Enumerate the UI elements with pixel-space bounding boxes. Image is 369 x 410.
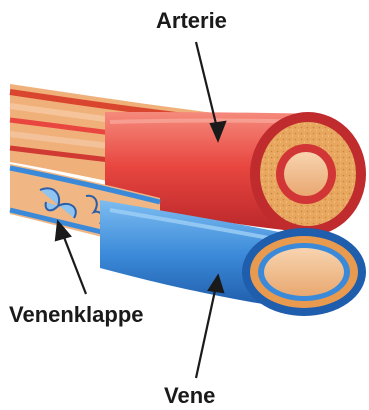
vein-valve-label: Venenklappe [9, 304, 144, 326]
vein-lumen [264, 248, 344, 296]
artery-lumen [284, 152, 328, 196]
artery-label: Arterie [156, 10, 227, 32]
valve-arrow [62, 232, 86, 294]
vein-label: Vene [164, 385, 215, 407]
vein-arrow [196, 286, 216, 378]
